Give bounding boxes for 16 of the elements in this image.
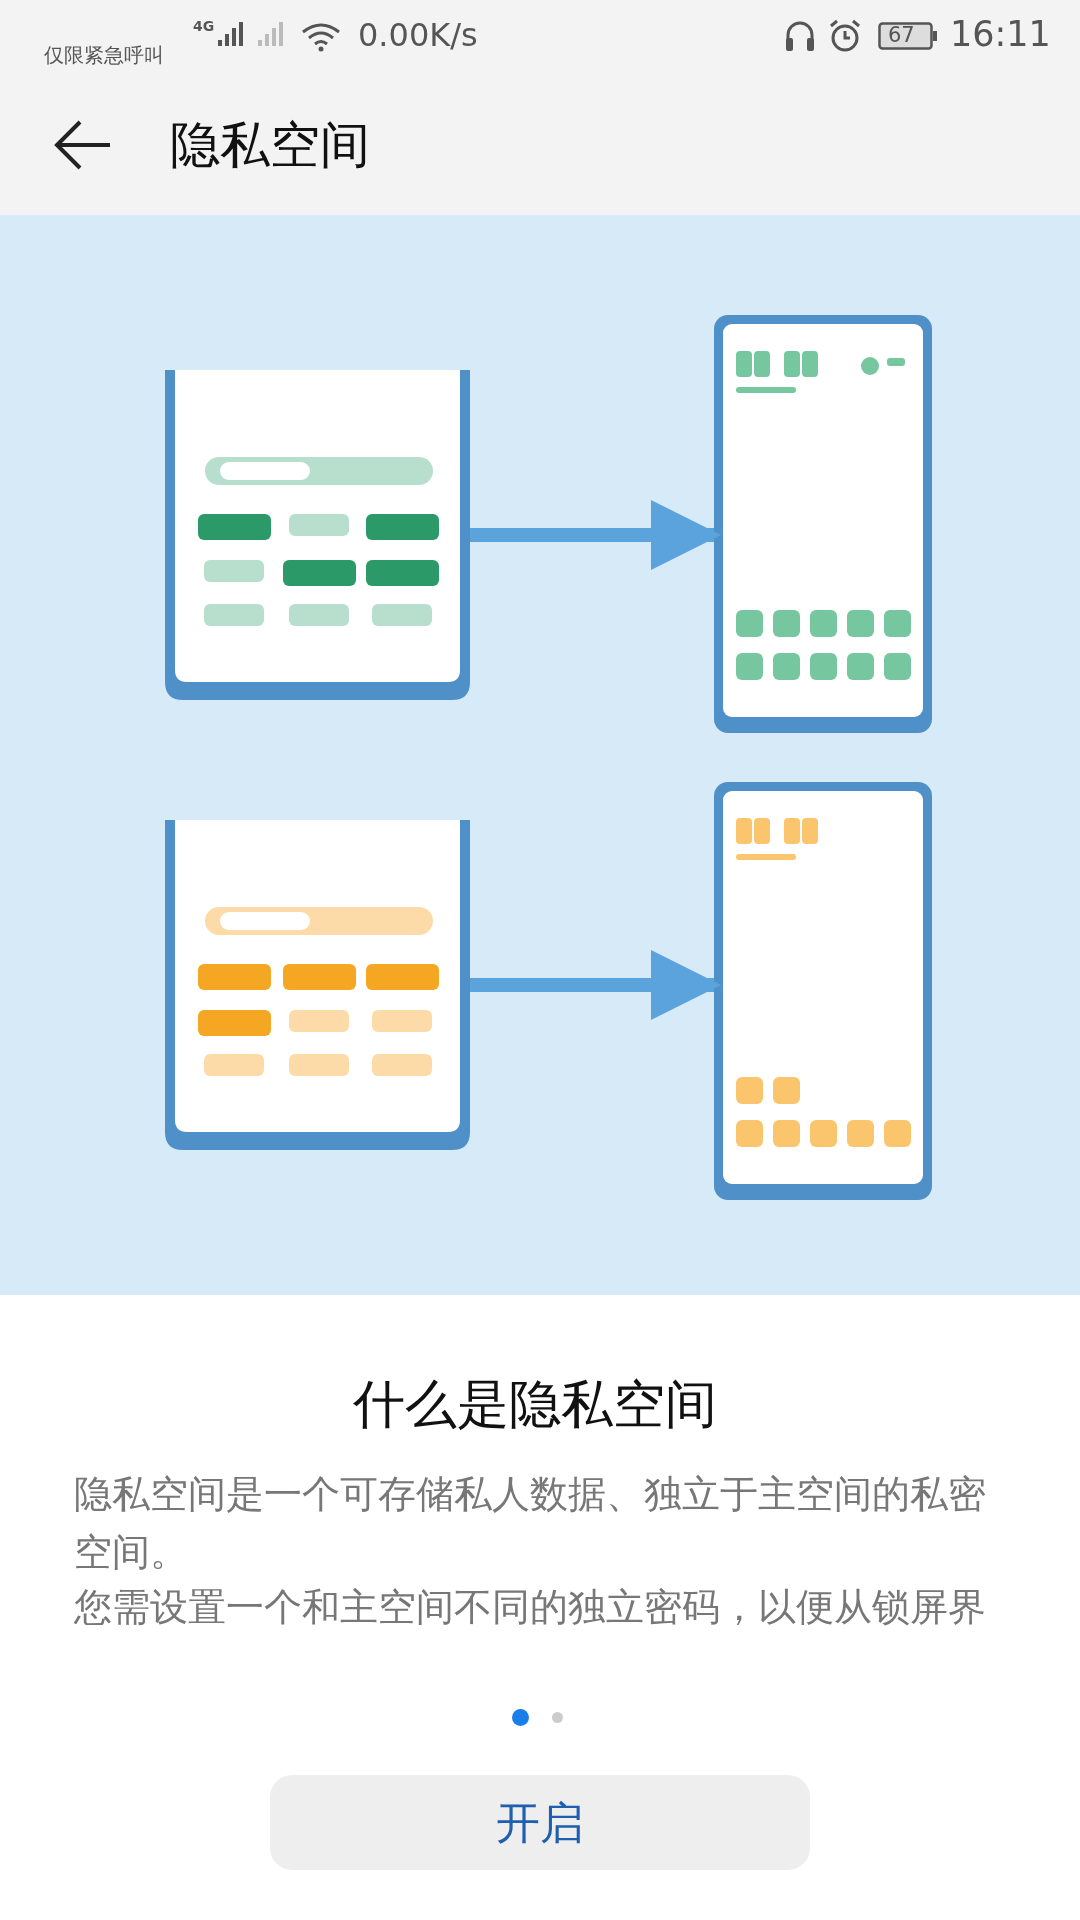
arrow	[470, 500, 721, 570]
app-drawer-drawing	[165, 820, 470, 1150]
description-text: 隐私空间是一个可存储私人数据、独立于主空间的私密空间。	[74, 1471, 987, 1576]
network-type-text: 4G	[193, 18, 215, 34]
phone-drawing	[714, 782, 932, 1200]
phone-drawing	[714, 315, 932, 733]
page-title: 隐私空间	[170, 115, 370, 176]
network-speed-text: 0.00K/s	[358, 16, 478, 54]
enable-button: 开启	[270, 1775, 810, 1870]
section-heading: 什么是隐私空间	[353, 1373, 717, 1436]
battery-level-text: 67	[888, 23, 915, 47]
arrow	[470, 950, 721, 1020]
clock-text: 16:11	[950, 14, 1051, 54]
app-drawer-drawing	[165, 370, 470, 700]
description-text: 您需设置一个和主空间不同的独立密码，以便从锁屏界	[74, 1584, 987, 1631]
status-text: 仅限紧急呼叫	[44, 42, 164, 69]
